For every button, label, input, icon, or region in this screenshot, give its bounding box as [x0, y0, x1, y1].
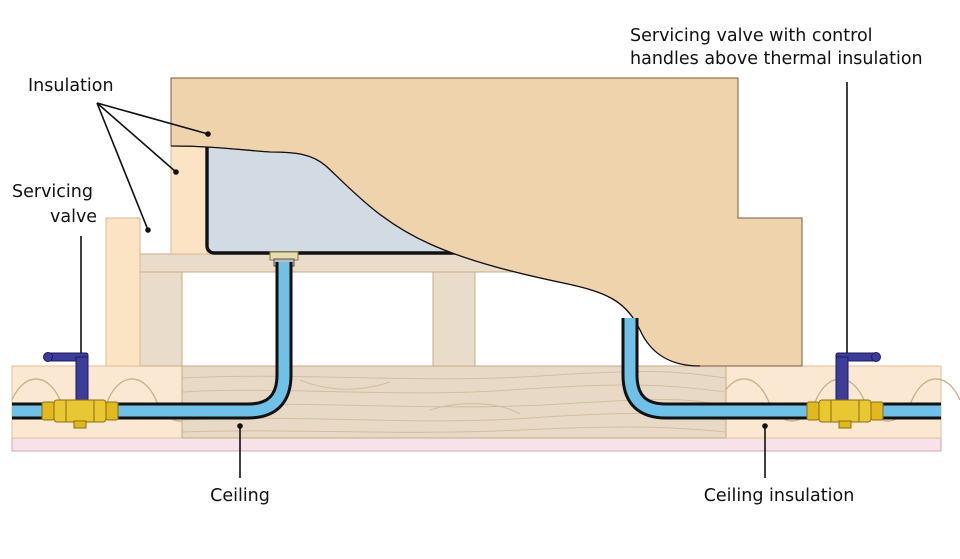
- insulation-jacket: [171, 78, 802, 366]
- insulation-lower-panel: [105, 217, 141, 367]
- leader-lines: [80, 82, 848, 478]
- ceiling-label: Ceiling: [210, 486, 270, 506]
- servicing-valve-label-line-1: Servicing: [12, 182, 93, 202]
- right-servicing-valve-icon: [806, 352, 884, 429]
- cistern-platform: [139, 253, 514, 273]
- servicing-valve-control-label-line-1: Servicing valve with control: [630, 26, 873, 46]
- servicing-valve-control-label-line-2: handles above thermal insulation: [630, 49, 923, 69]
- insulation-side-panel: [170, 139, 208, 255]
- left-servicing-valve-icon: [41, 352, 119, 429]
- cold-water-pipework: [12, 262, 941, 420]
- insulation-label: Insulation: [28, 76, 114, 96]
- cistern-support-legs: [139, 269, 476, 367]
- ceiling-board: [11, 437, 942, 452]
- ceiling-insulation-label: Ceiling insulation: [704, 486, 855, 506]
- servicing-valve-label-line-2: valve: [50, 207, 97, 227]
